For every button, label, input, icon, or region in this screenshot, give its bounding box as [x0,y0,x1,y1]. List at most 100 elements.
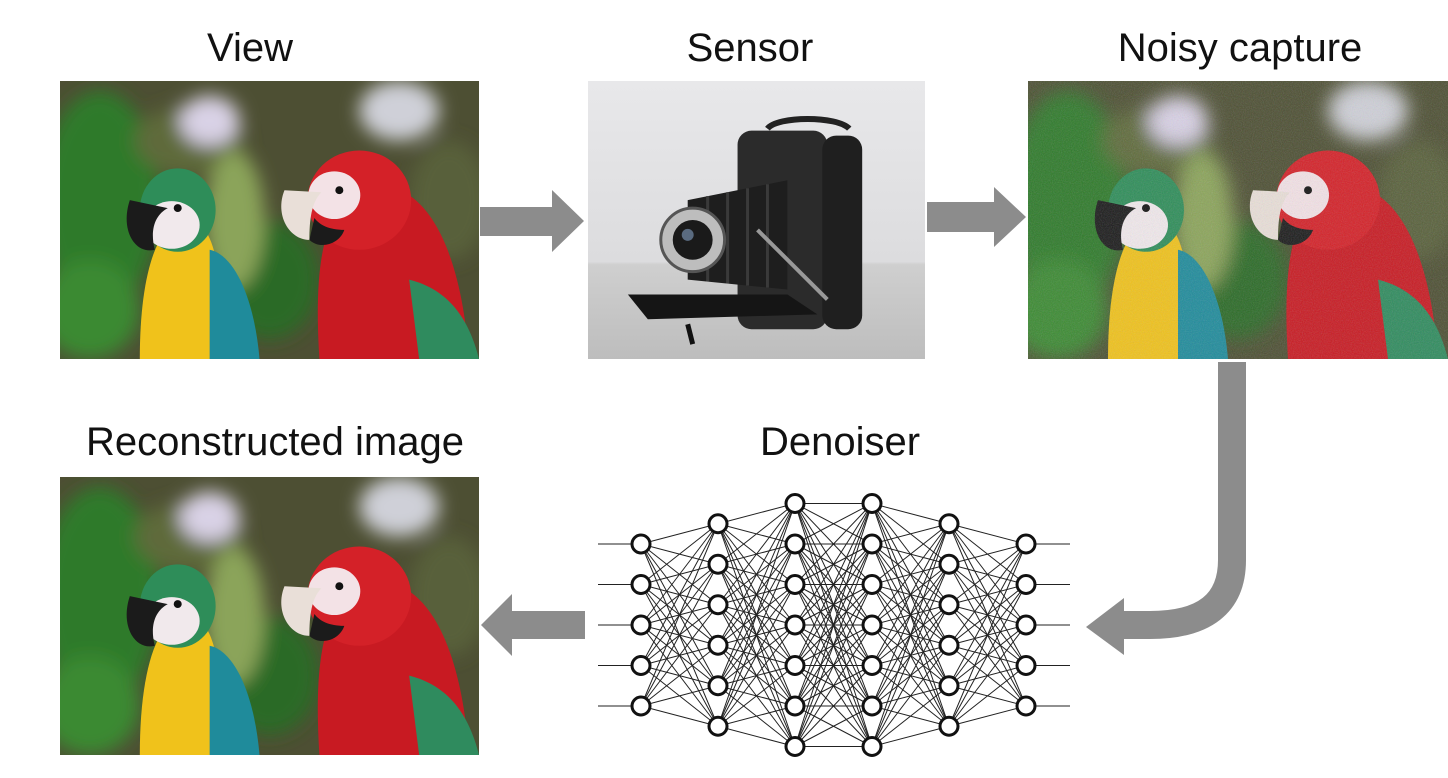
network-edge [794,503,873,666]
network-edge [871,725,950,747]
reconstructed-image [60,477,479,755]
network-edge [717,503,796,606]
network-edge [794,705,873,747]
reconstructed-image-label: Reconstructed image [86,420,464,464]
network-node [861,736,883,757]
network-edge [640,523,719,545]
network-node [630,655,652,676]
network-edge [948,705,1027,727]
network-node [1015,695,1037,717]
network-edge [717,503,796,646]
network-edge [871,523,950,585]
network-node [707,594,729,616]
network-node [630,574,652,595]
network-node [938,513,960,535]
network-edge [717,705,796,727]
network-edge [717,665,796,727]
network-edge [640,523,719,585]
network-node [784,655,806,676]
noisy-capture-label: Noisy capture [1117,26,1363,70]
network-node [861,695,883,717]
network-edge [871,523,950,666]
network-edge [794,503,873,626]
network-node [707,675,729,697]
network-node [784,533,806,555]
network-edge [871,604,950,747]
network-edge [794,503,873,545]
network-edge [794,543,873,747]
network-edge [640,705,719,727]
network-node [784,614,806,636]
sensor-camera-image [588,81,925,359]
network-edge [640,644,719,707]
network-node [707,513,729,535]
network-node [1015,614,1037,636]
network-edge [640,523,719,626]
network-edge [794,584,873,747]
arrow-denoiser-to-reconstructed [481,594,585,656]
arrow-view-to-sensor [480,190,584,252]
network-edge [794,624,873,747]
network-edge [871,523,950,747]
network-node [784,736,806,757]
network-node [938,634,960,656]
network-edge [717,624,796,727]
network-node [784,493,806,514]
network-node [938,715,960,737]
network-node [861,614,883,636]
arrow-noisy-to-denoiser-head [1086,598,1124,655]
network-edge [948,584,1027,727]
network-edge [640,523,719,707]
network-node [707,634,729,656]
sensor-label: Sensor [686,26,814,70]
network-edge [794,665,873,747]
network-node [630,695,652,717]
network-edge [640,564,719,707]
network-edge [948,624,1027,727]
network-edge [871,644,950,747]
network-node [630,533,652,555]
network-edge [717,543,796,727]
network-edge [794,503,873,707]
network-edge [794,503,873,585]
network-node [861,493,883,514]
network-node [861,533,883,555]
denoiser-label: Denoiser [759,420,921,464]
network-edge [717,584,796,727]
network-node [861,574,883,595]
network-node [630,614,652,636]
network-edge [948,543,1027,606]
network-edge [871,523,950,626]
network-edge [640,523,719,666]
network-edges [640,503,1027,747]
view-label: View [207,26,293,70]
network-edge [717,503,796,686]
network-edge [948,665,1027,727]
network-edge [871,503,950,525]
network-node [1015,655,1037,676]
network-node [707,553,729,575]
network-edge [717,503,796,565]
network-node [784,695,806,717]
network-node [707,715,729,737]
network-node [1015,533,1037,555]
noisy-capture-image [1028,81,1448,359]
network-edge [717,503,796,525]
network-edge [871,523,950,707]
network-nodes [630,493,1037,757]
network-node [938,594,960,616]
network-node [938,675,960,697]
arrow-noisy-to-denoiser [1120,362,1246,639]
network-node [1015,574,1037,595]
network-edge [948,543,1027,646]
denoiser-network [598,493,1070,757]
network-node [784,574,806,595]
network-edge [948,523,1027,545]
network-node [938,553,960,575]
network-edge [871,564,950,747]
arrow-sensor-to-noisy [927,187,1026,247]
network-node [861,655,883,676]
network-edge [717,503,796,727]
network-edge [948,543,1027,727]
network-edge [871,523,950,545]
